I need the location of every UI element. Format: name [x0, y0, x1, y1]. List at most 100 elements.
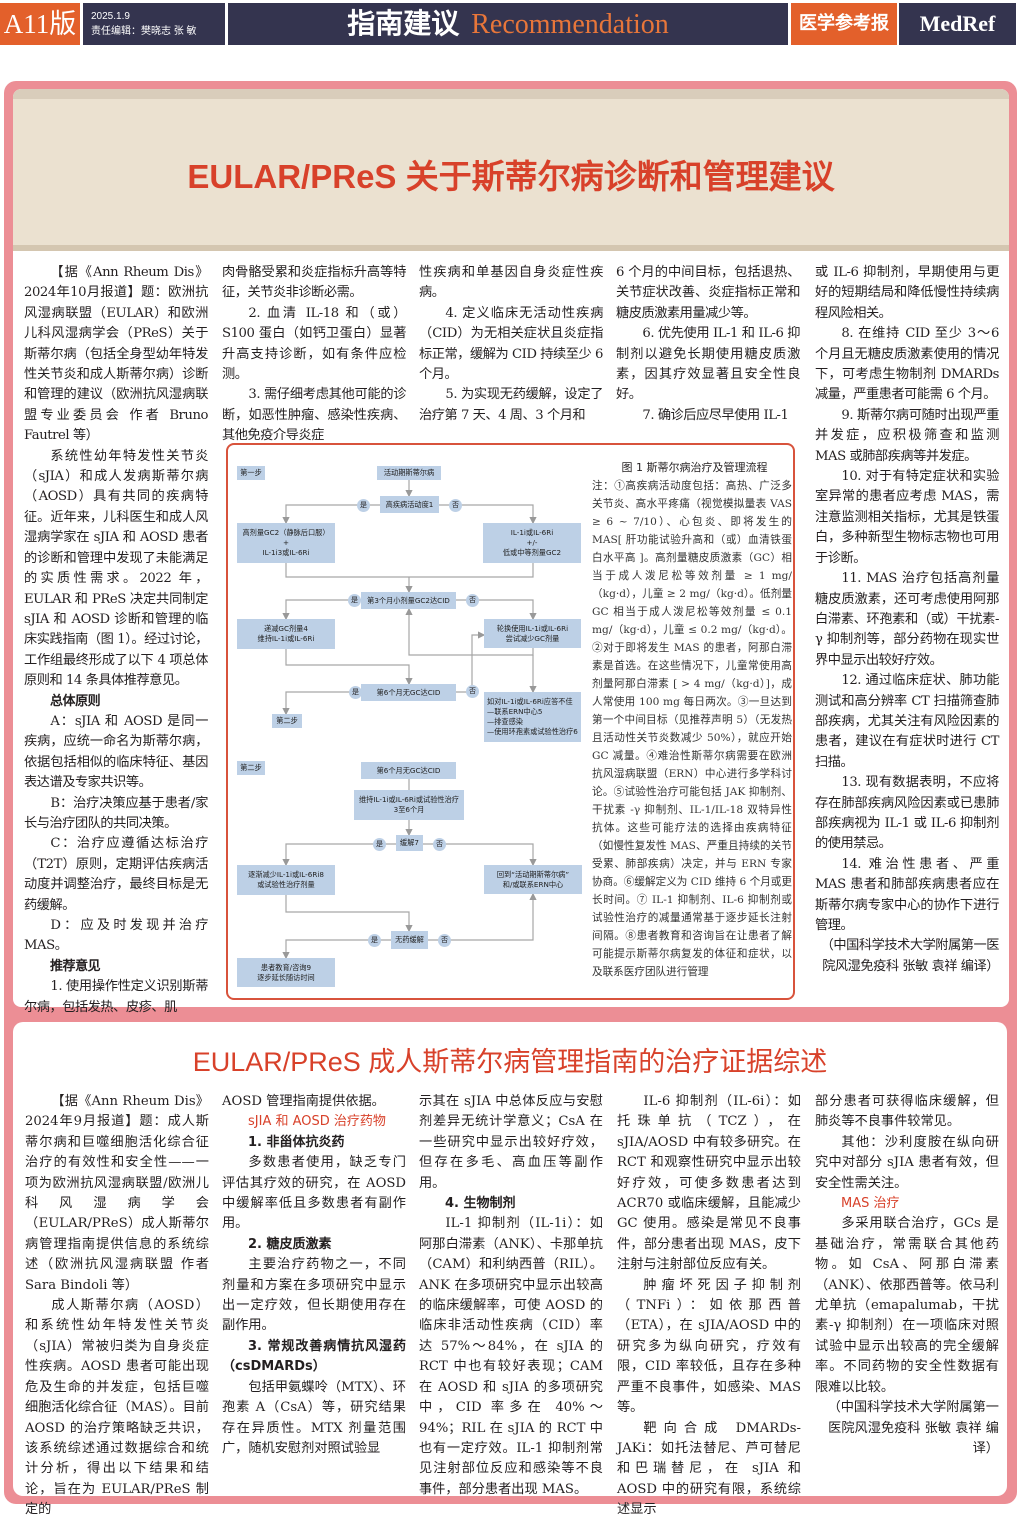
subheading: sJIA 和 AOSD 治疗药物: [248, 1114, 386, 1130]
no-badge: 否: [466, 594, 479, 607]
node-taper-gc: 递减GC剂量4 维持IL-1i或IL-6Ri: [237, 619, 335, 649]
paragraph: A：sJIA 和 AOSD 是同一疾病，应统一命名为斯蒂尔病，依据包括相似的临床…: [24, 713, 208, 791]
brand-en: MedRef: [899, 3, 1016, 45]
no-badge: 否: [466, 685, 479, 698]
paragraph: 6. 优先使用 IL-1 和 IL-6 抑制剂以避免长期使用糖皮质激素，因其疗效…: [616, 326, 800, 403]
article2-col-2: AOSD 管理指南提供依据。 sJIA 和 AOSD 治疗药物 1. 非甾体抗炎药多…: [222, 1092, 406, 1459]
paragraph: 9. 斯蒂尔病可随时出现严重并发症，应积极筛查和监测 MAS 或肺部疾病等并发症…: [815, 407, 999, 464]
node-active-still: 活动期斯蒂尔病: [377, 466, 441, 480]
paragraph: 12. 通过临床症状、肺功能测试和高分辨率 CT 扫描筛查肺部疾病，尤其关注有风…: [815, 673, 999, 770]
paragraph: 1. 使用操作性定义识别斯蒂尔病，包括发热、皮疹、肌: [24, 979, 208, 1015]
paragraph: 2. 血清 IL-18 和（或）S100 蛋白（如钙卫蛋白）显著升高支持诊断，如…: [222, 305, 406, 383]
paragraph: 7. 确诊后应尽早使用 IL-1: [642, 407, 789, 423]
article1-col-5: 或 IL-6 抑制剂，早期使用与更好的短期结局和降低慢性持续病程风险相关。8. …: [815, 263, 999, 977]
step-1-label: 第一步: [237, 466, 265, 480]
paragraph: C：治疗应遵循达标治疗（T2T）原则，定期评估疾病活动度并调整治疗，最终目标是无…: [24, 836, 208, 913]
yes-badge: 是: [349, 686, 362, 699]
yes-badge: 是: [368, 934, 381, 947]
paragraph: 多数患者使用，缺乏专门评估其疗效的研究，在 AOSD 中缓解率低且多数患者有副作…: [222, 1155, 406, 1232]
article1-col-3: 性疾病和单基因自身炎症性疾病。 4. 定义临床无活动性疾病（CID）为无相关症状且…: [419, 263, 603, 426]
figure-1-flowchart: 第一步 活动期斯蒂尔病 高疾病活动度1 是 否 高剂量GC2（静脉后口服） + …: [226, 443, 795, 1000]
subheading: 1. 非甾体抗炎药: [248, 1134, 345, 1150]
paragraph: 3. 需仔细考虑其他可能的诊断，如恶性肿瘤、感染性疾病、其他免疫介导炎症: [222, 387, 406, 444]
article1-col-4: 6 个月的中间目标，包括退热、关节症状改善、炎症指标正常和糖皮质激素用量减少等。…: [616, 263, 800, 426]
article2-col-1: 【据《Ann Rheum Dis》2024年9月报道】题：成人斯蒂尔病和巨噬细胞…: [25, 1092, 209, 1521]
paragraph: 4. 定义临床无活动性疾病（CID）为无相关症状且炎症指标正常，缓解为 CID …: [419, 305, 603, 383]
paragraph: 部分患者可获得临床缓解，但肺炎等不良事件较常见。: [815, 1094, 999, 1130]
goto-step-2: 第二步: [272, 714, 302, 728]
yes-badge: 是: [357, 499, 370, 512]
article1-title: EULAR/PReS 关于斯蒂尔病诊断和管理建议: [187, 158, 835, 195]
paragraph: D：应及时发现并治疗 MAS。: [24, 918, 208, 954]
paragraph: 多采用联合治疗，GCs 是基础治疗，常需联合其他药物。如 CsA、阿那白滞素（A…: [815, 1216, 999, 1395]
paragraph: 5. 为实现无药缓解，设定了治疗第 7 天、4 周、3 个月和: [419, 387, 603, 423]
paragraph: AOSD 管理指南提供依据。: [222, 1094, 385, 1109]
paragraph: 6 个月的中间目标，包括退热、关节症状改善、炎症指标正常和糖皮质激素用量减少等。: [616, 265, 800, 321]
article2-col-5: 部分患者可获得临床缓解，但肺炎等不良事件较常见。其他：沙利度胺在纵向研究中对部分…: [815, 1092, 999, 1459]
paragraph: 性疾病和单基因自身炎症性疾病。: [419, 265, 603, 301]
paragraph: 【据《Ann Rheum Dis》2024年10月报道】题：欧洲抗风湿病联盟（E…: [24, 265, 208, 444]
yes-badge: 是: [373, 838, 386, 851]
page-header: A11版 2025.1.9 责任编辑：樊晓志 张 敏 指南建议 Recommend…: [0, 0, 1024, 48]
paragraph: IL-6 抑制剂（IL-6i）：如托珠单抗（TCZ），在 sJIA/AOSD 中…: [617, 1094, 801, 1273]
figure-caption: 图 1 斯蒂尔病治疗及管理流程: [621, 461, 768, 474]
paragraph: IL-1 抑制剂（IL-1i）：如阿那白滞素（ANK）、卡那单抗（CAM）和利纳…: [419, 1216, 603, 1497]
paragraph: 10. 对于有特定症状和实验室异常的患者应考虑 MAS，需注意监测相关指标，尤其…: [815, 469, 999, 566]
article1-col-1: 【据《Ann Rheum Dis》2024年10月报道】题：欧洲抗风湿病联盟（E…: [24, 263, 208, 1018]
node-month6-cid-step2: 第6个月无GC达CID: [361, 762, 456, 779]
paragraph: 成人斯蒂尔病（AOSD）和系统性幼年特发性关节炎（sJIA）常被归类为自身炎症性…: [25, 1298, 209, 1518]
paragraph: 或 IL-6 抑制剂，早期使用与更好的短期结局和降低慢性持续病程风险相关。: [815, 265, 999, 321]
step-2-label: 第二步: [237, 761, 265, 775]
no-badge: 否: [433, 838, 446, 851]
paragraph: 肿瘤坏死因子抑制剂（TNFi）：如依那西普（ETA），在 sJIA/AOSD 中…: [617, 1277, 801, 1416]
article2-col-4: IL-6 抑制剂（IL-6i）：如托珠单抗（TCZ），在 sJIA/AOSD 中…: [617, 1092, 801, 1521]
article2-title: EULAR/PReS 成人斯蒂尔病管理指南的治疗证据综述: [192, 1047, 828, 1077]
node-month6-cid: 第6个月无GC达CID: [361, 684, 456, 701]
no-badge: 否: [449, 499, 462, 512]
paragraph: 系统性幼年特发性关节炎（sJIA）和成人发病斯蒂尔病（AOSD）具有共同的疾病特…: [24, 448, 208, 689]
node-high-dose-gc: 高剂量GC2（静脉后口服） + IL-1i3或IL-6Ri: [237, 523, 335, 563]
node-patient-education: 患者教育/咨询9 逐步延长随访时间: [237, 958, 335, 987]
node-remission: 缓解7: [396, 835, 423, 851]
section-title-en: Recommendation: [471, 9, 669, 40]
no-badge: 否: [438, 934, 451, 947]
issue-date: 2025.1.9: [91, 11, 130, 22]
node-return-active: 回到“活动期斯蒂尔病” 和/或联系ERN中心: [484, 865, 582, 894]
subheading: 4. 生物制剂: [445, 1196, 516, 1212]
node-maintain-therapy: 维持IL-1i或IL-6Ri或试验性治疗 3至6个月: [354, 790, 464, 820]
subheading: 3. 常规改善病情抗风湿药（csDMARDs）: [222, 1338, 406, 1375]
subheading: MAS 治疗: [841, 1196, 900, 1212]
subheading: 推荐意见: [50, 958, 101, 974]
node-il1-il6-low-gc: IL-1i或IL-6Ri +/- 低或中等剂量GC2: [483, 523, 581, 563]
paragraph: 8. 在维持 CID 至少 3～6 个月且无糖皮质激素使用的情况下，可考虑生物制…: [815, 326, 999, 403]
article1-col-2: 肉骨骼受累和炎症指标升高等特征，关节炎非诊断必需。 2. 血清 IL-18 和（或…: [222, 263, 406, 447]
paragraph: 其他：沙利度胺在纵向研究中对部分 sJIA 患者有效，但安全性需关注。: [815, 1134, 999, 1191]
paragraph: 14. 难治性患者、严重 MAS 患者和肺部疾病患者应在斯蒂尔病专家中心的协作下…: [815, 856, 999, 933]
brand-cn: 医学参考报: [791, 3, 897, 45]
subheading: 2. 糖皮质激素: [248, 1236, 332, 1252]
section-title-cn: 指南建议: [347, 7, 460, 40]
paragraph: 示其在 sJIA 中总体反应与安慰剂差异无统计学意义；CsA 在一些研究中显示出…: [419, 1094, 603, 1191]
byline-credit: （中国科学技术大学附属第一医院风湿免疫科 张敏 袁祥 编译）: [827, 1400, 999, 1456]
paragraph: 主要治疗药物之一，不同剂量和方案在多项研究中显示出一定疗效，但长期使用存在副作用…: [222, 1257, 406, 1334]
editors: 责任编辑：樊晓志 张 敏: [91, 26, 197, 37]
paragraph: 包括甲氨蝶呤（MTX）、环孢素 A（CsA）等，研究结果存在异质性。MTX 剂量…: [222, 1379, 406, 1456]
article2-panel: [13, 1022, 1007, 1496]
paragraph: B：治疗决策应基于患者/家长与治疗团队的共同决策。: [24, 795, 208, 831]
edition-label: A11版: [0, 3, 80, 45]
issue-meta: 2025.1.9 责任编辑：樊晓志 张 敏: [83, 3, 225, 45]
paragraph: 11. MAS 治疗包括高剂量糖皮质激素，还可考虑使用阿那白滞素、环孢素和（或）…: [815, 571, 999, 668]
figure-notes: 注：①高疾病活动度包括：高热、广泛多关节炎、高水平疼痛（视觉模拟量表 VAS ≥…: [592, 480, 792, 978]
paragraph: 【据《Ann Rheum Dis》2024年9月报道】题：成人斯蒂尔病和巨噬细胞…: [25, 1094, 209, 1293]
paragraph: 靶向合成 DMARDs-JAKi：如托法替尼、芦可替尼和巴瑞替尼，在 sJIA …: [617, 1420, 801, 1518]
node-taper-biologic: 逐渐减少IL-1i或IL-6Ri8 或试验性治疗剂量: [237, 865, 335, 895]
node-switch-il: 轮换使用IL-1i或IL-6Ri 尝试减少GC剂量: [484, 619, 581, 648]
article1-title-band: [13, 89, 1009, 251]
paragraph: 肉骨骼受累和炎症指标升高等特征，关节炎非诊断必需。: [222, 265, 406, 301]
node-month3-cid: 第3个月小剂量GC2达CID: [361, 592, 456, 609]
flowchart-connectors: [282, 480, 537, 960]
node-poor-response: 如对IL-1i或IL-6Ri应答不佳 —联系ERN中心5 —排查感染 —使用环孢…: [484, 692, 581, 742]
section-title: 指南建议 Recommendation: [228, 3, 788, 45]
node-high-activity: 高疾病活动度1: [380, 496, 439, 513]
byline-credit: （中国科学技术大学附属第一医院风湿免疫科 张敏 袁祥 编译）: [820, 938, 1000, 974]
